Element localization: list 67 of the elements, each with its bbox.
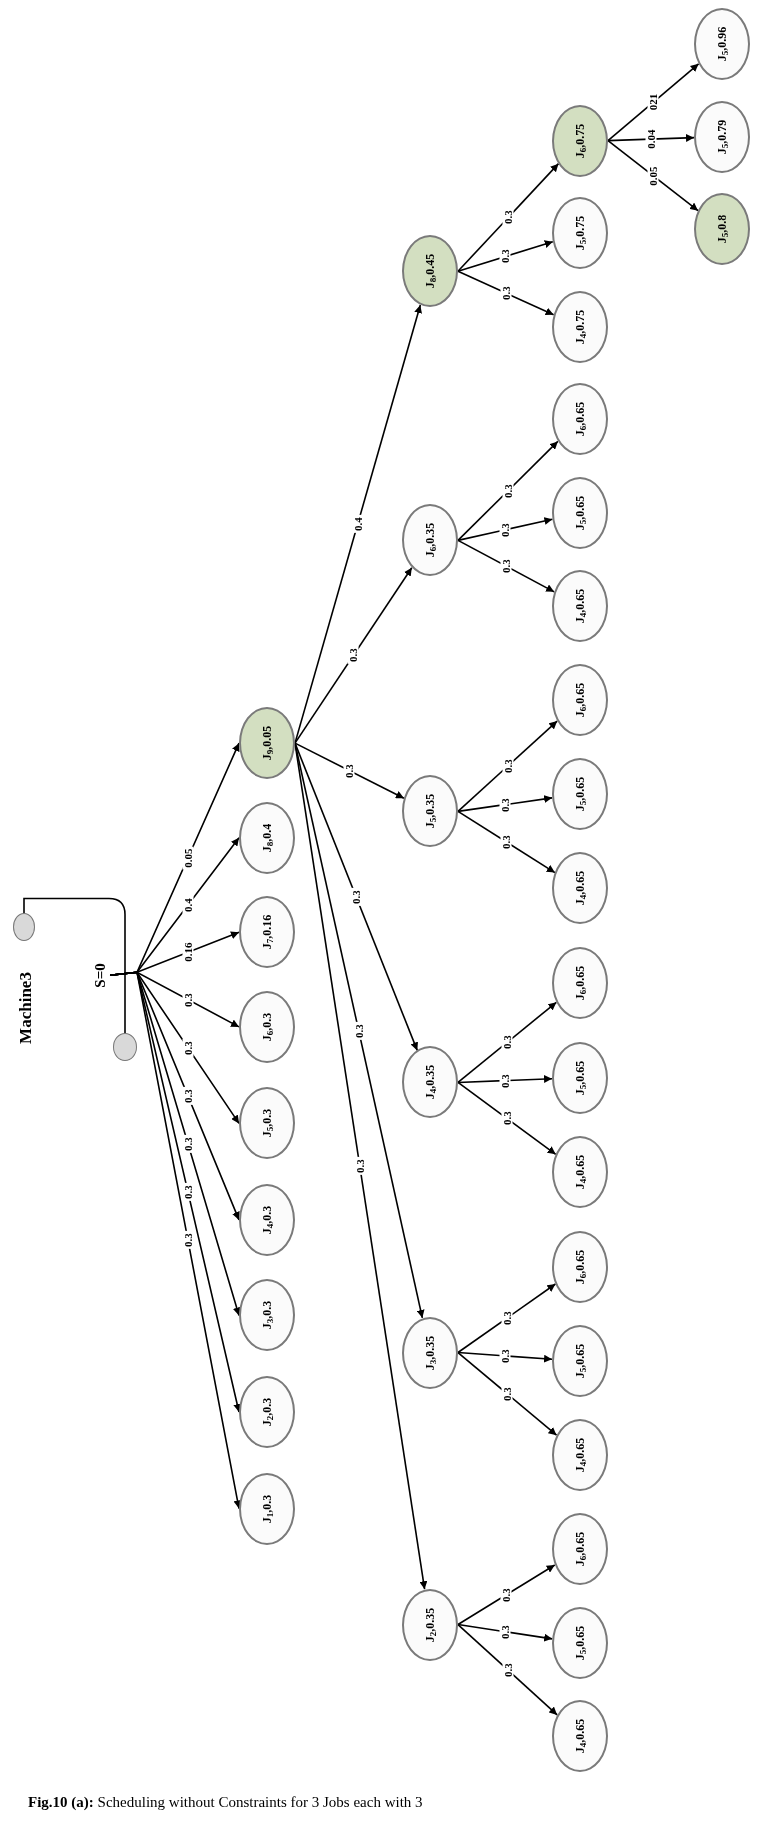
edge-label: 0.16 — [182, 940, 194, 964]
arrow — [607, 63, 700, 142]
edge-label: 0.3 — [499, 1071, 511, 1090]
edge-label: 0.3 — [502, 757, 514, 776]
ellipse-node — [113, 1033, 137, 1062]
edge-label: 0.05 — [647, 164, 659, 188]
edge-label: 0.3 — [501, 1109, 513, 1128]
arrow — [457, 162, 560, 273]
edge-label: 0.3 — [182, 1183, 194, 1201]
edge-label: 0.3 — [501, 1385, 513, 1403]
arrow — [457, 539, 555, 593]
arrow — [294, 742, 428, 1591]
edge-label: 0.3 — [182, 1231, 194, 1250]
arrow — [457, 517, 554, 542]
arrow — [457, 1075, 553, 1084]
edge-label: 0.05 — [182, 846, 194, 870]
arrow — [457, 440, 559, 542]
edge-label: 0.3 — [353, 1021, 365, 1040]
edge-label: 0.3 — [502, 1660, 514, 1679]
edge-label: 0.3 — [500, 557, 512, 575]
arrow — [457, 1623, 558, 1716]
machine-label: Machine3 — [16, 972, 34, 1045]
arrow — [457, 810, 556, 874]
edge-label: 0.3 — [499, 1622, 511, 1641]
edge-label: 0.3 — [499, 1347, 511, 1365]
edge-label: 0.3 — [182, 1087, 194, 1105]
arrow — [294, 742, 405, 800]
edge-label: 0.3 — [182, 990, 194, 1009]
edge-label: 0.3 — [182, 1135, 194, 1153]
arrow — [457, 1351, 553, 1363]
edge-label: 0.3 — [500, 833, 512, 851]
arrow — [607, 139, 699, 212]
edge-label: 0.3 — [500, 284, 512, 302]
connector-line — [23, 897, 126, 1035]
state-label: S=0 — [92, 963, 108, 988]
edge-label: 0.3 — [499, 247, 511, 266]
edge-label: 0.3 — [502, 482, 514, 500]
edge-label: 0.4 — [352, 515, 364, 533]
arrow — [457, 1351, 558, 1436]
edge-label: 0.3 — [501, 1033, 513, 1052]
edge-label: 0.3 — [499, 795, 511, 814]
figure-caption: Fig.10 (a): Scheduling without Constraints for 3 Jobs each with 3 — [28, 1793, 423, 1812]
arrow — [457, 795, 553, 813]
edge-label: 0.3 — [354, 1157, 366, 1176]
arrow — [294, 566, 413, 744]
arrow — [457, 1001, 558, 1084]
edge-label: 0.3 — [501, 1309, 513, 1328]
edge-label: 0.3 — [343, 761, 355, 780]
arrow — [607, 133, 695, 142]
edge-label: 0.3 — [182, 1038, 194, 1057]
edge-label: 0.4 — [182, 896, 194, 914]
arrow — [457, 720, 558, 813]
arrow — [457, 270, 555, 316]
edge-label: 0.3 — [499, 520, 511, 539]
arrow — [457, 1564, 556, 1626]
arrow — [457, 1081, 557, 1156]
edge-label: 0.04 — [645, 127, 657, 151]
arrow — [457, 1623, 553, 1642]
edge-label: 0.3 — [500, 1585, 512, 1604]
edge-label: 021 — [647, 92, 659, 113]
edge-label: 0.3 — [502, 208, 514, 227]
edge-label: 0.3 — [350, 887, 362, 906]
ellipse-node — [13, 913, 35, 942]
edge-label: 0.3 — [347, 646, 359, 665]
arrow — [457, 1283, 557, 1354]
arrow — [457, 240, 554, 273]
arrow — [294, 742, 419, 1052]
